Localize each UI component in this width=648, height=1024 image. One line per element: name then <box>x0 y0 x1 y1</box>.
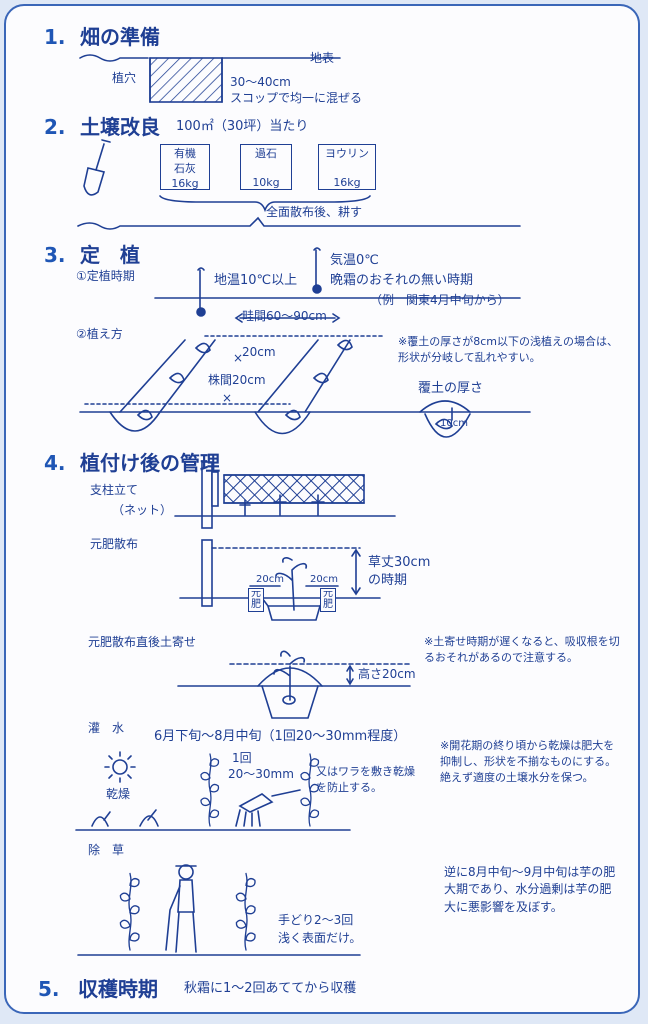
ridge-spacing-label: 畦間60～90cm <box>242 309 327 323</box>
amendment-name: 有機 <box>174 147 196 160</box>
method-label: ②植え方 <box>76 327 123 341</box>
amendment-amount: 16kg <box>333 175 361 189</box>
cover-depth-label: 10cm <box>440 418 468 429</box>
net-diagram <box>174 461 396 529</box>
height-line-2: の時期 <box>368 573 408 588</box>
water-period-label: 6月下旬～8月中旬（1回20～30mm程度） <box>154 729 407 744</box>
weed-label: 除 草 <box>88 843 125 857</box>
ridge-diagram: × × <box>79 313 531 435</box>
amendment-name-2: 石灰 <box>174 161 196 175</box>
weed-hand-2: 浅く表面だけ。 <box>278 931 362 945</box>
watering-diagram <box>75 751 351 831</box>
weeding-diagram <box>77 864 361 956</box>
soil-bracket <box>77 195 521 230</box>
trowel-icon <box>83 139 111 196</box>
height-line-1: 草丈30cm <box>368 555 431 570</box>
section-3-number: 3. <box>44 243 66 267</box>
late-season-note: 逆に8月中旬～9月中旬は芋の肥大期であり、水分過剰は芋の肥大に悪影響を及ぼす。 <box>444 865 616 914</box>
section-5-subtitle: 秋霜に1～2回あててから収穫 <box>184 981 357 996</box>
amendment-amount: 16kg <box>171 176 199 190</box>
plant-spacing-label: 株間20cm <box>208 373 266 387</box>
bloom-note: ※開花期の終り頃から乾燥は肥大を抑制し、形状を不揃なものにする。絶えず適度の土壌… <box>440 739 617 784</box>
section-5-number: 5. <box>38 977 60 1001</box>
weed-hand-1: 手どり2～3回 <box>278 913 354 927</box>
section-2-subtitle: 100㎡（30坪）当たり <box>176 119 309 134</box>
prep-diagram <box>79 54 341 103</box>
water-amount-label: 20～30mm <box>228 767 294 781</box>
hole-label: 植穴 <box>112 71 137 85</box>
amendment-name: 過石 <box>255 147 277 160</box>
hill-label: 元肥散布直後土寄せ <box>88 635 197 649</box>
fert-spacing-left: 20cm <box>256 574 284 585</box>
water-label: 灌 水 <box>88 721 125 735</box>
fert-tag-left: 元肥 <box>248 588 264 612</box>
section-2-number: 2. <box>44 115 66 139</box>
timing-label: ①定植時期 <box>76 269 135 283</box>
section-2-title: 土壌改良 <box>80 115 160 139</box>
cover-title: 覆土の厚さ <box>418 381 484 396</box>
shallow-note: ※覆土の厚さが8cm以下の浅植えの場合は、形状が分岐して乱れやすい。 <box>398 335 618 364</box>
section-1-number: 1. <box>44 25 66 49</box>
hill-height-label: 高さ20cm <box>358 667 416 681</box>
amendment-box-superphosphate: 過石 10kg <box>240 144 292 190</box>
soil-footer: 全面散布後、耕す <box>266 205 363 219</box>
frost-label: 晩霜のおそれの無い時期 <box>330 273 474 288</box>
stake-sub-label: （ネット） <box>112 503 173 517</box>
section-4-title: 植付け後の管理 <box>80 451 220 475</box>
section-4-number: 4. <box>44 451 66 475</box>
example-label: （例 関東4月中旬から） <box>370 293 510 307</box>
hilling-diagram <box>177 650 411 719</box>
depth-20-label: 20cm <box>242 345 276 359</box>
svg-text:×: × <box>222 391 232 405</box>
cover-diagram <box>419 400 471 438</box>
water-once-label: 1回 <box>232 751 252 765</box>
mix-label: スコップで均一に混ぜる <box>230 91 363 105</box>
section-1-title: 畑の準備 <box>80 25 160 49</box>
section-3-title: 定 植 <box>80 243 140 267</box>
surface-label: 地表 <box>310 51 335 65</box>
amendment-box-phosphate: ヨウリン 16kg <box>318 144 376 190</box>
amendment-box-organic: 有機 石灰 16kg <box>160 144 210 190</box>
svg-text:×: × <box>233 351 243 365</box>
hill-note: ※土寄せ時期が遅くなると、吸収根を切るおそれがあるので注意する。 <box>424 635 620 664</box>
air-temp-label: 気温0℃ <box>330 253 379 268</box>
straw-note: 又はワラを敷き乾燥を防止する。 <box>316 765 415 794</box>
depth-label: 30～40cm <box>230 75 291 89</box>
section-5-title: 収穫時期 <box>78 977 158 1001</box>
dry-label: 乾燥 <box>106 787 131 801</box>
stake-label: 支柱立て <box>90 483 139 497</box>
fert-label: 元肥散布 <box>90 537 139 551</box>
amendment-name: ヨウリン <box>325 147 369 160</box>
fert-spacing-right: 20cm <box>310 574 338 585</box>
amendment-amount: 10kg <box>252 175 280 189</box>
fert-tag-right: 元肥 <box>320 588 336 612</box>
temperature-diagram <box>154 247 521 317</box>
ground-temp-label: 地温10℃以上 <box>214 273 298 288</box>
